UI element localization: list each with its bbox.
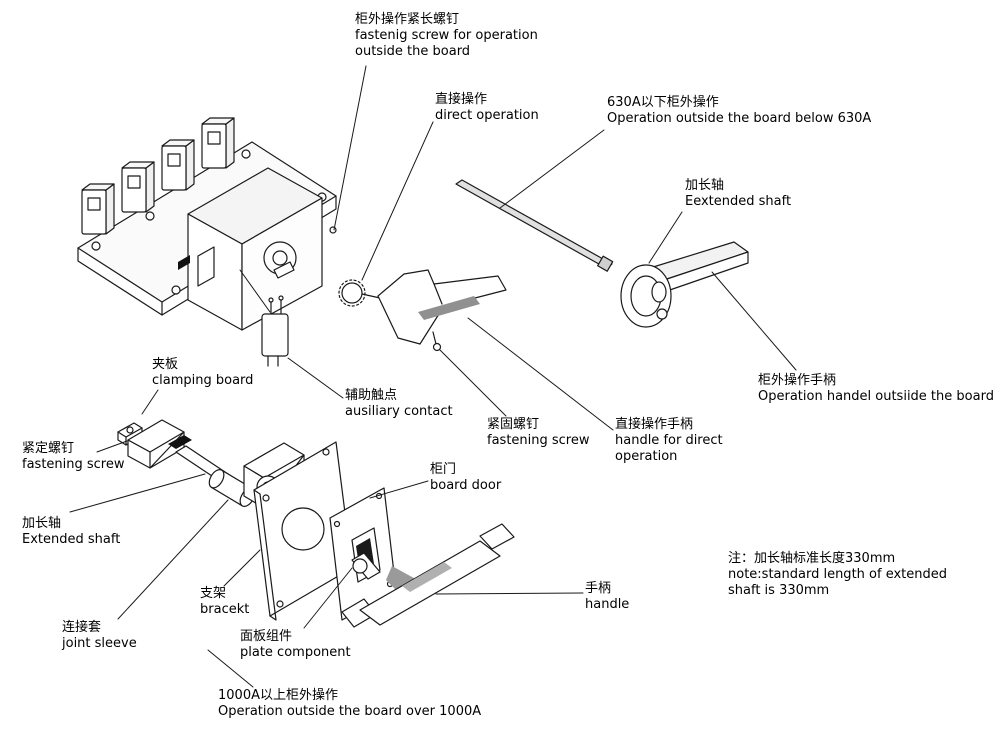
label-line-zh: 柜外操作紧长螺钉 — [355, 12, 460, 27]
label-bracket: 支架 bracekt — [200, 586, 249, 618]
label-fastening-screw-left: 紧定螺钉 fastening screw — [22, 441, 125, 473]
label-line-zh: 注：加长轴标准长度330mm — [728, 551, 896, 566]
label-line-en: fastening screw — [22, 457, 125, 472]
board-door-drawing — [253, 441, 353, 621]
label-extended-shaft-right: 加长轴 Eextended shaft — [685, 178, 791, 210]
label-line-en: board door — [430, 478, 502, 493]
leader-lines — [69, 65, 797, 688]
label-line-zh: 夹板 — [152, 357, 179, 372]
label-line-en: handle — [585, 597, 630, 612]
label-outside-handle: 柜外操作手柄 Operation handel outsiide the boa… — [758, 373, 994, 405]
label-line-zh: 直接操作手柄 — [615, 417, 694, 432]
label-line-en: shaft is 330mm — [728, 583, 830, 598]
label-over-1000a: 1000A以上柜外操作 Operation outside the board … — [218, 688, 481, 720]
label-line-zh: 加长轴 — [685, 178, 725, 193]
label-line-en: handle for direct — [615, 433, 723, 448]
label-line-zh: 630A以下柜外操作 — [607, 95, 719, 110]
label-fastening-screw-top: 柜外操作紧长螺钉 fastenig screw for operation ou… — [355, 12, 538, 60]
label-line-zh: 柜外操作手柄 — [758, 373, 837, 388]
label-line-zh: 手柄 — [585, 581, 612, 596]
label-line-en: Operation outside the board over 1000A — [218, 704, 482, 719]
label-handle: 手柄 handle — [585, 581, 629, 613]
label-direct-handle: 直接操作手柄 handle for direct operation — [615, 417, 723, 465]
lower-handle-drawing — [341, 523, 515, 628]
label-line-en: joint sleeve — [62, 636, 137, 651]
label-direct-operation: 直接操作 direct operation — [435, 92, 539, 124]
outside-handle-drawing — [620, 241, 749, 328]
label-line-zh: 紧固螺钉 — [487, 417, 540, 432]
label-line-en: clamping board — [152, 373, 254, 388]
label-line-zh: 1000A以上柜外操作 — [218, 688, 338, 703]
label-line-zh: 面板组件 — [240, 629, 293, 644]
label-joint-sleeve: 连接套 joint sleeve — [62, 620, 137, 652]
label-line-en: direct operation — [435, 108, 539, 123]
label-line-en: note:standard length of extended — [728, 567, 947, 582]
terminal-tab — [121, 161, 155, 213]
label-line-en: fastenig screw for operation — [355, 28, 538, 43]
label-plate-component: 面板组件 plate component — [240, 629, 351, 661]
label-line-zh: 连接套 — [62, 620, 102, 635]
label-board-door: 柜门 board door — [430, 462, 501, 494]
label-below-630a: 630A以下柜外操作 Operation outside the board b… — [607, 95, 871, 127]
label-auxiliary-contact: 辅助触点 ausiliary contact — [345, 388, 453, 420]
terminal-tab — [81, 183, 115, 235]
switch-body-drawing — [77, 117, 337, 331]
label-line-en: operation — [615, 449, 678, 464]
label-line-en: bracekt — [200, 602, 250, 617]
label-line-en: fastening screw — [487, 433, 590, 448]
extended-shaft-630-drawing — [455, 179, 614, 272]
label-line-zh: 加长轴 — [22, 516, 62, 531]
label-line-en: Extended shaft — [22, 532, 121, 547]
label-line-en: Operation handel outsiide the board — [758, 389, 994, 404]
label-note: 注：加长轴标准长度330mm note:standard length of e… — [728, 551, 947, 599]
label-clamping-board: 夹板 clamping board — [152, 357, 253, 389]
label-line-en: Eextended shaft — [685, 194, 792, 209]
label-line-zh: 支架 — [200, 586, 227, 601]
direct-operation-handle-drawing — [338, 269, 507, 352]
label-fastening-screw-mid: 紧固螺钉 fastening screw — [487, 417, 590, 449]
label-line-en: plate component — [240, 645, 351, 660]
terminal-tab — [201, 117, 235, 169]
label-line-en: outside the board — [355, 44, 471, 59]
label-line-zh: 柜门 — [430, 462, 457, 477]
label-line-zh: 紧定螺钉 — [22, 441, 75, 456]
label-line-zh: 辅助触点 — [345, 388, 398, 403]
terminal-tab — [161, 139, 195, 191]
auxiliary-contact-drawing — [261, 295, 289, 367]
label-line-en: ausiliary contact — [345, 404, 453, 419]
label-line-en: Operation outside the board below 630A — [607, 111, 872, 126]
label-line-zh: 直接操作 — [435, 92, 488, 107]
label-extended-shaft-left: 加长轴 Extended shaft — [22, 516, 120, 548]
